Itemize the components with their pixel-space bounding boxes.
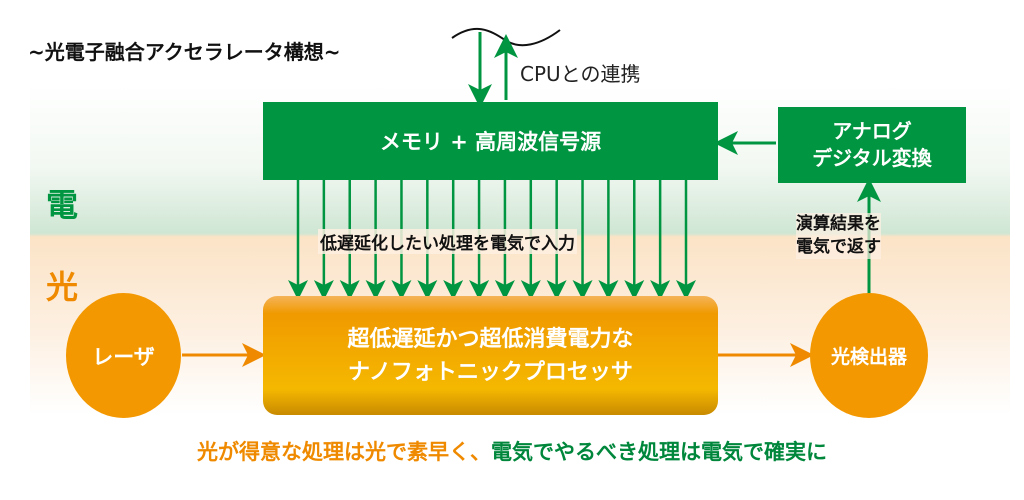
return-line: 電気で返す bbox=[796, 236, 881, 257]
return-line: 演算結果を bbox=[796, 214, 881, 234]
detector-node: 光検出器 bbox=[810, 293, 928, 418]
processor-line: 超低遅延かつ超低消費電力な bbox=[347, 326, 634, 352]
memory-box: メモリ + 高周波信号源 bbox=[263, 102, 718, 180]
laser-node: レーザ bbox=[66, 293, 181, 418]
light-domain-label: 光 bbox=[46, 268, 79, 306]
adc-line: デジタル変換 bbox=[812, 146, 932, 170]
tagline-light: 光が得意な処理は光で素早く、 bbox=[197, 440, 491, 464]
adc-box: アナログデジタル変換 bbox=[778, 107, 966, 183]
processor-box: 超低遅延かつ超低消費電力なナノフォトニックプロセッサ bbox=[263, 296, 718, 415]
cpu-link-label: CPUとの連携 bbox=[520, 62, 641, 86]
processor-line: ナノフォトニックプロセッサ bbox=[348, 359, 633, 385]
diagram-title: ~光電子融合アクセラレータ構想~ bbox=[28, 40, 341, 64]
electric-domain-label: 電 bbox=[46, 186, 79, 224]
return-label: 演算結果を電気で返す bbox=[796, 213, 881, 259]
input-label: 低遅延化したい処理を電気で入力 bbox=[318, 229, 577, 254]
tagline-electric: 電気でやるべき処理は電気で確実に bbox=[491, 440, 827, 464]
adc-line: アナログ bbox=[832, 119, 912, 143]
cpu-wave bbox=[451, 27, 561, 47]
tagline: 光が得意な処理は光で素早く、電気でやるべき処理は電気で確実に bbox=[0, 436, 1024, 466]
